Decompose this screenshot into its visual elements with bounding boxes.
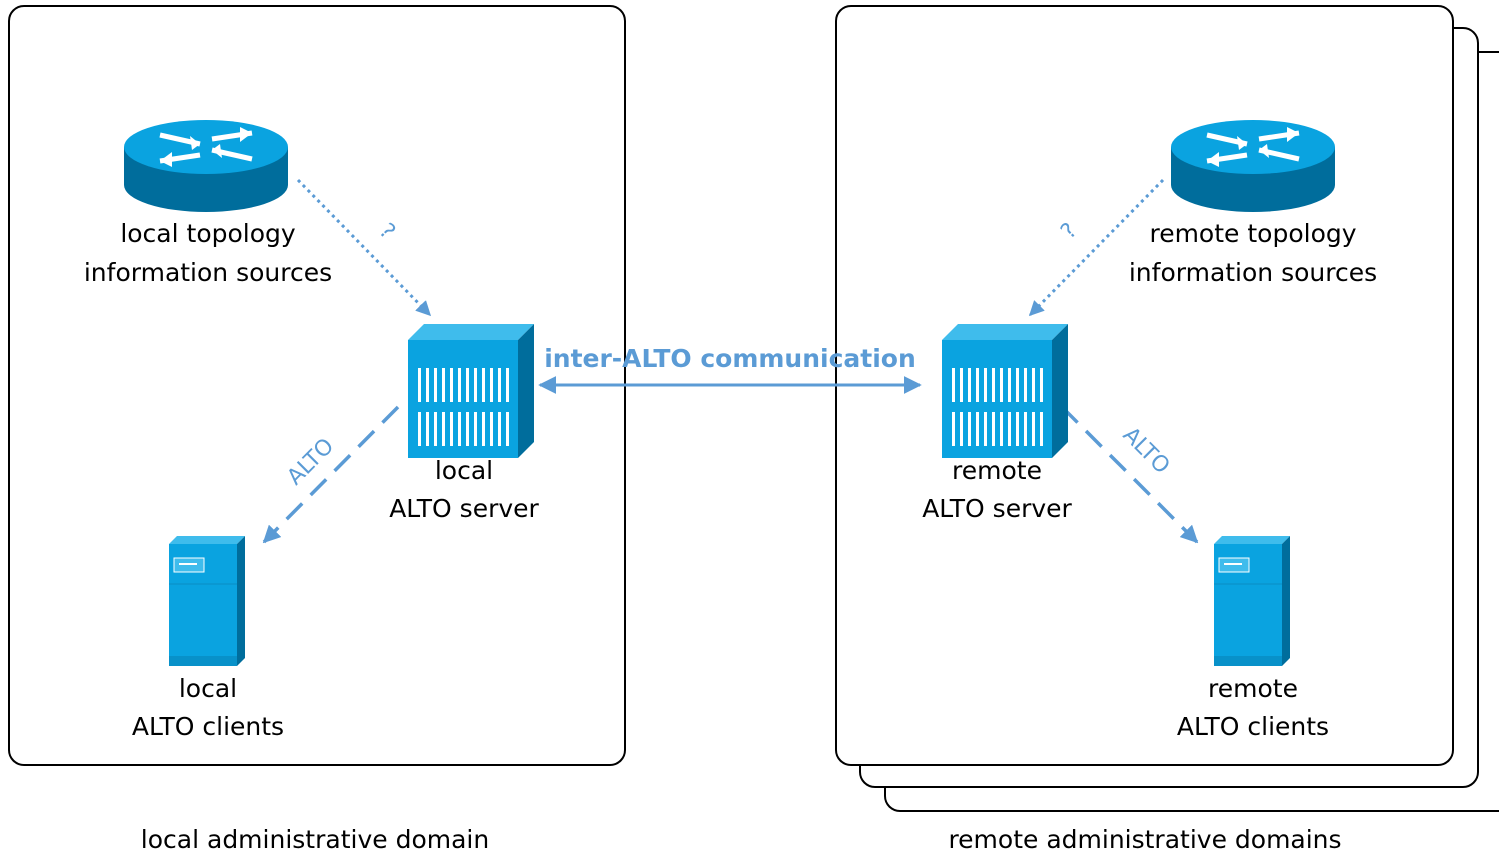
client-tower-icon	[1213, 535, 1291, 667]
local-server-label-line1: local	[435, 456, 493, 485]
remote-clients-label-line2: ALTO clients	[1177, 712, 1329, 741]
remote-domain-frame	[835, 5, 1454, 766]
local-sources-node: local topology information sources	[84, 120, 332, 287]
remote-sources-label-line2: information sources	[1129, 258, 1377, 287]
local-server-node: local ALTO server	[389, 324, 540, 523]
local-clients-node: local ALTO clients	[132, 535, 284, 741]
inter-alto-label: inter-ALTO communication	[544, 344, 916, 373]
router-icon	[1171, 120, 1335, 212]
local-clients-label-line1: local	[179, 674, 237, 703]
local-domain-caption: local administrative domain	[141, 825, 489, 854]
remote-server-label-line2: ALTO server	[922, 494, 1072, 523]
remote-clients-node: remote ALTO clients	[1177, 535, 1329, 741]
local-clients-label-line2: ALTO clients	[132, 712, 284, 741]
remote-server-node: remote ALTO server	[922, 324, 1073, 523]
local-server-label-line2: ALTO server	[389, 494, 539, 523]
router-icon	[124, 120, 288, 212]
local-sources-label-line1: local topology	[120, 219, 296, 248]
remote-sources-label-line1: remote topology	[1149, 219, 1356, 248]
local-sources-label-line2: information sources	[84, 258, 332, 287]
client-tower-icon	[168, 535, 246, 667]
server-icon	[408, 324, 534, 458]
remote-clients-label-line1: remote	[1208, 674, 1298, 703]
remote-sources-node: remote topology information sources	[1129, 120, 1377, 287]
remote-domain-caption: remote administrative domains	[948, 825, 1341, 854]
remote-server-label-line1: remote	[952, 456, 1042, 485]
server-icon	[942, 324, 1068, 458]
